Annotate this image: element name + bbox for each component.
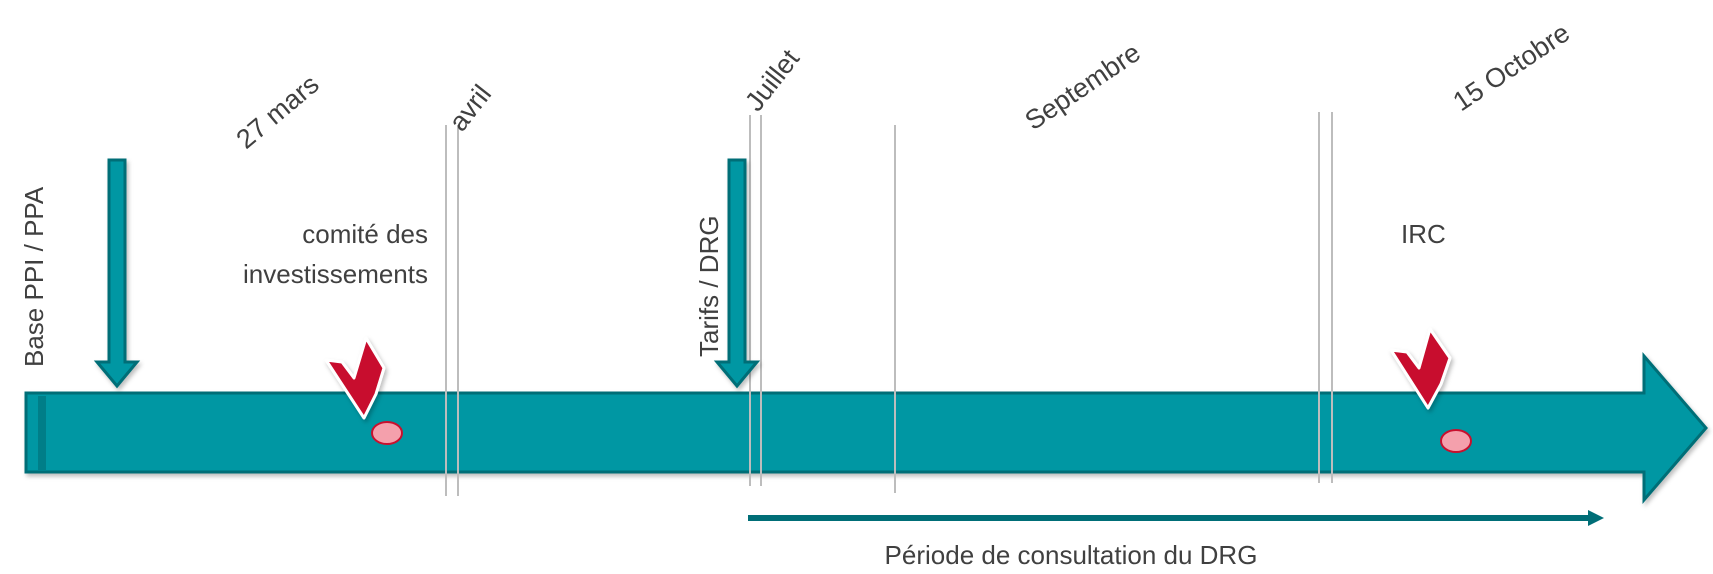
down-arrow-tarifs-drg	[713, 158, 761, 389]
down-arrow-base-ppi	[93, 158, 141, 389]
consultation-period-arrow	[748, 510, 1604, 526]
milestone-dot-comite	[371, 421, 403, 445]
milestone-dot-irc	[1440, 429, 1472, 453]
event-label-comite-line1: comité des	[302, 219, 428, 249]
event-label-comite-line2: investissements	[243, 259, 428, 289]
month-label-27-mars: 27 mars	[231, 69, 325, 155]
consultation-period-label: Période de consultation du DRG	[885, 540, 1258, 570]
red-marker-irc	[1389, 327, 1452, 410]
timeline-start-stripe	[38, 396, 46, 470]
event-label-tarifs-drg: Tarifs / DRG	[694, 215, 724, 357]
event-label-irc: IRC	[1401, 219, 1446, 249]
month-label-juillet: Juillet	[739, 43, 805, 116]
red-marker-comite	[324, 336, 386, 420]
month-label-septembre: Septembre	[1020, 37, 1146, 136]
month-label-avril: avril	[443, 79, 497, 136]
month-separators	[445, 112, 1333, 496]
month-label-15-octobre: 15 Octobre	[1448, 17, 1576, 117]
event-label-base-ppi-ppa: Base PPI / PPA	[19, 186, 49, 367]
timeline-bar	[24, 351, 1708, 505]
